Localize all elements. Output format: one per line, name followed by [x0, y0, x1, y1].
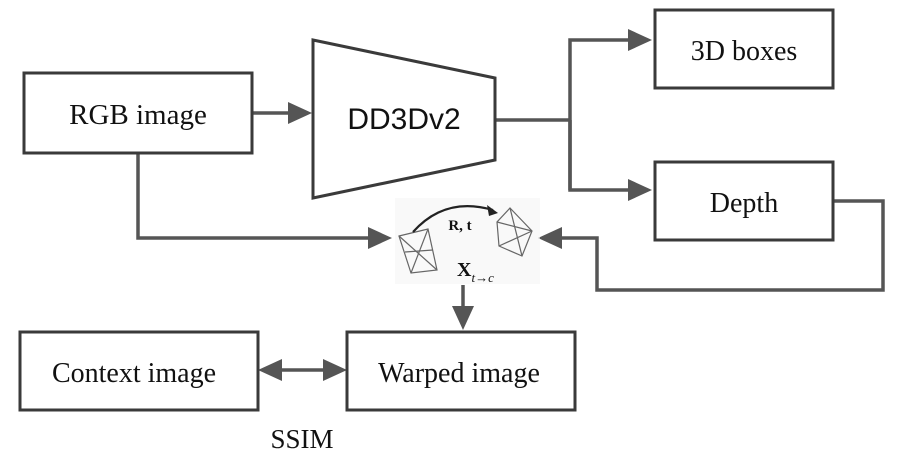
node-model: DD3Dv2 — [311, 38, 497, 200]
node-depth-label: Depth — [710, 188, 778, 219]
node-3d-boxes: 3D boxes — [653, 8, 835, 90]
transform-arc-arrowhead — [487, 205, 498, 216]
loss-label: SSIM — [270, 424, 333, 454]
node-context-image-label: Context image — [52, 358, 216, 389]
node-rgb-image-label: RGB image — [69, 99, 207, 131]
arrowhead-warped-image — [452, 306, 474, 330]
edge-depth-to-warp — [560, 199, 885, 292]
arrowhead-warp-from-depth — [538, 227, 562, 249]
transform-label: Xt→c — [457, 259, 494, 285]
source-polyhedron-icon — [398, 228, 438, 274]
node-rgb-image: RGB image — [22, 71, 254, 155]
arrowhead-warp-from-rgb — [368, 227, 392, 249]
transform-arc — [412, 205, 494, 233]
pose-label: R, t — [448, 218, 471, 234]
node-depth: Depth — [653, 160, 835, 242]
arrowhead-model-input — [288, 102, 312, 124]
transform-subscript: t→c — [471, 270, 494, 285]
edge-split-to-depth — [568, 120, 630, 192]
arrowhead-boxes — [628, 29, 652, 51]
edge-rgb-to-warp — [136, 152, 368, 240]
target-polyhedron-icon — [496, 207, 533, 257]
arrowhead-warped — [323, 359, 347, 381]
node-3d-boxes-label: 3D boxes — [691, 36, 798, 67]
node-warped-image: Warped image — [345, 330, 577, 412]
node-model-label: DD3Dv2 — [347, 103, 460, 136]
warp-illustration: R, t Xt→c — [395, 198, 540, 285]
edge-split-to-boxes — [568, 38, 630, 190]
arrowhead-depth — [628, 179, 652, 201]
transform-symbol: X — [457, 259, 472, 281]
warp-illustration-backdrop — [395, 198, 540, 284]
node-warped-image-label: Warped image — [378, 358, 540, 389]
node-context-image: Context image — [18, 330, 260, 412]
arrowhead-context — [258, 359, 282, 381]
